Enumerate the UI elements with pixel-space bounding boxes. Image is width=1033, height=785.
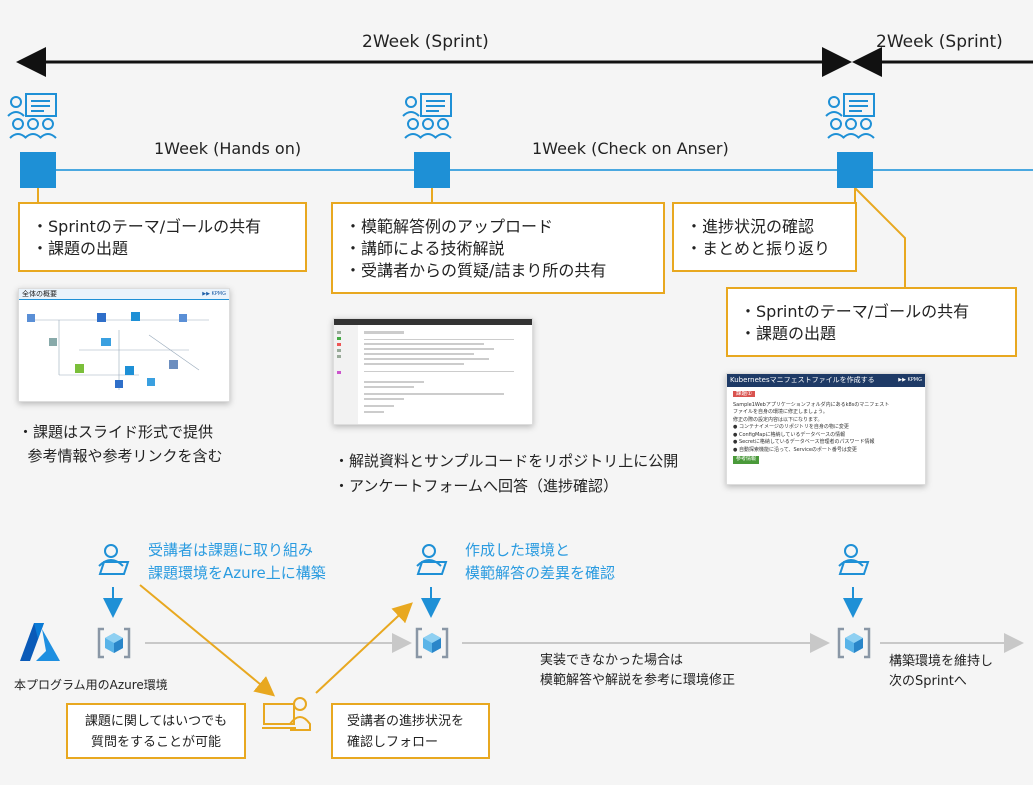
trainee-laptop-icon (98, 544, 130, 575)
milestone-marker (20, 152, 56, 188)
follow-box: 受講者の進捗状況を 確認しフォロー (331, 703, 490, 759)
architecture-diagram (27, 312, 209, 390)
repository-note: ・解説資料とサンプルコードをリポジトリ上に公開 ・アンケートフォームへ回答（進捗… (334, 452, 679, 495)
instructor-laptop-icon (262, 697, 311, 731)
fix-environment-note: 実装できなかった場合は 模範解答や解説を参考に環境修正 (540, 653, 736, 688)
next-kickoff-box: ・Sprintのテーマ/ゴールの共有 ・課題の出題 (726, 287, 1017, 357)
resource-group-icon (415, 627, 449, 659)
assignment-slide-thumbnail: Kubernetesマニフェストファイルを作成する ▶▶ KPMG 課題① Sa… (726, 373, 926, 485)
resource-group-icon (97, 627, 131, 659)
resource-group-icon (837, 627, 871, 659)
overview-slide-thumbnail: 全体の概要 ▶▶ KPMG (18, 288, 230, 402)
slide-title: Kubernetesマニフェストファイルを作成する (730, 376, 875, 384)
keep-environment-note: 構築環境を維持し 次のSprintへ (889, 654, 994, 689)
azure-logo-icon (20, 623, 60, 661)
milestone-marker (414, 152, 450, 188)
next-sprint-label: 2Week (Sprint) (876, 32, 1003, 52)
week2-label: 1Week (Check on Anser) (528, 139, 733, 158)
milestone-marker (837, 152, 873, 188)
slides-note: ・課題はスライド形式で提供 参考情報や参考リンクを含む (18, 423, 223, 465)
question-box: 課題に関してはいつでも 質問をすることが可能 (66, 703, 246, 759)
compare-text: 作成した環境と 模範解答の差異を確認 (465, 541, 616, 582)
sprint-label: 2Week (Sprint) (362, 32, 489, 52)
instructor-icon (825, 93, 875, 139)
answer-box: ・模範解答例のアップロード ・講師による技術解説 ・受講者からの質疑/詰まり所の… (331, 202, 665, 294)
trainee-task-text: 受講者は課題に取り組み 課題環境をAzure上に構築 (148, 541, 326, 582)
instructor-icon (7, 93, 57, 139)
instructor-icon (402, 93, 452, 139)
kickoff-box: ・Sprintのテーマ/ゴールの共有 ・課題の出題 (18, 202, 307, 272)
review-box: ・進捗状況の確認 ・まとめと振り返り (672, 202, 857, 272)
trainee-laptop-icon (416, 544, 448, 575)
trainee-laptop-icon (838, 544, 870, 575)
slide-title: 全体の概要 (22, 290, 57, 298)
week1-label: 1Week (Hands on) (150, 139, 306, 158)
repository-thumbnail (333, 318, 533, 425)
azure-env-label: 本プログラム用のAzure環境 (14, 678, 168, 692)
